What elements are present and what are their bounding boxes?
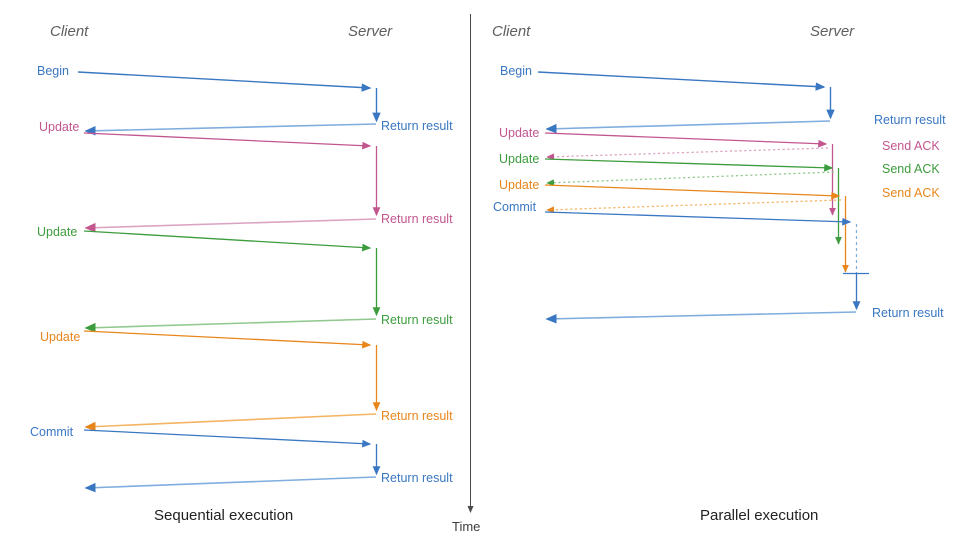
- sequential-server-header: Server: [348, 23, 393, 40]
- seq-label-update-1: Update: [39, 120, 80, 134]
- par-label-update-3: Update: [499, 178, 540, 192]
- par-label-ack-2: Send ACK: [882, 162, 940, 176]
- seq-arrow-update1-request: [83, 132, 372, 150]
- sequential-panel-arrows: [77, 71, 381, 493]
- par-label-update-1: Update: [499, 126, 540, 140]
- parallel-client-header: Client: [492, 23, 531, 40]
- seq-label-return-4: Return result: [381, 409, 453, 423]
- par-label-begin: Begin: [500, 64, 532, 78]
- seq-arrow-commit-reply: [84, 476, 377, 493]
- parallel-server-header: Server: [810, 23, 855, 40]
- seq-arrow-update2-reply: [84, 318, 377, 333]
- sequential-caption: Sequential execution: [154, 507, 294, 524]
- par-label-update-2: Update: [499, 152, 540, 166]
- par-label-commit: Commit: [493, 200, 537, 214]
- par-label-return-1: Return result: [874, 113, 946, 127]
- par-arrow-update2-ack: [546, 171, 835, 187]
- par-label-return-final: Return result: [872, 306, 944, 320]
- seq-arrow-begin-request: [77, 71, 372, 92]
- seq-label-return-2: Return result: [381, 212, 453, 226]
- par-arrow-update1-ack: [546, 147, 829, 161]
- seq-arrow-update3-request: [83, 330, 372, 349]
- par-arrow-begin-reply: [545, 120, 831, 134]
- seq-label-begin: Begin: [37, 64, 69, 78]
- par-arrow-update1-request: [544, 132, 828, 148]
- par-arrow-update3-request: [544, 184, 841, 200]
- sequential-client-header: Client: [50, 23, 89, 40]
- par-label-ack-3: Send ACK: [882, 186, 940, 200]
- seq-arrow-update2-request: [83, 230, 372, 252]
- seq-label-update-2: Update: [37, 225, 78, 239]
- par-arrow-update3-ack: [546, 199, 842, 214]
- par-label-ack-1: Send ACK: [882, 139, 940, 153]
- seq-label-return-5: Return result: [381, 471, 453, 485]
- time-axis-label: Time: [452, 519, 481, 534]
- seq-label-commit: Commit: [30, 425, 74, 439]
- seq-arrow-update3-reply: [84, 413, 377, 432]
- seq-arrow-begin-reply: [84, 123, 377, 136]
- par-arrow-commit-reply: [545, 311, 857, 324]
- parallel-caption: Parallel execution: [700, 507, 819, 524]
- parallel-panel-arrows: [537, 71, 869, 324]
- seq-label-return-3: Return result: [381, 313, 453, 327]
- par-arrow-commit-request: [544, 211, 852, 226]
- seq-label-update-3: Update: [40, 330, 81, 344]
- par-arrow-begin-request: [537, 71, 826, 91]
- seq-arrow-update1-reply: [84, 218, 377, 233]
- seq-label-return-1: Return result: [381, 119, 453, 133]
- seq-arrow-commit-request: [83, 429, 372, 448]
- par-arrow-update2-request: [544, 158, 834, 172]
